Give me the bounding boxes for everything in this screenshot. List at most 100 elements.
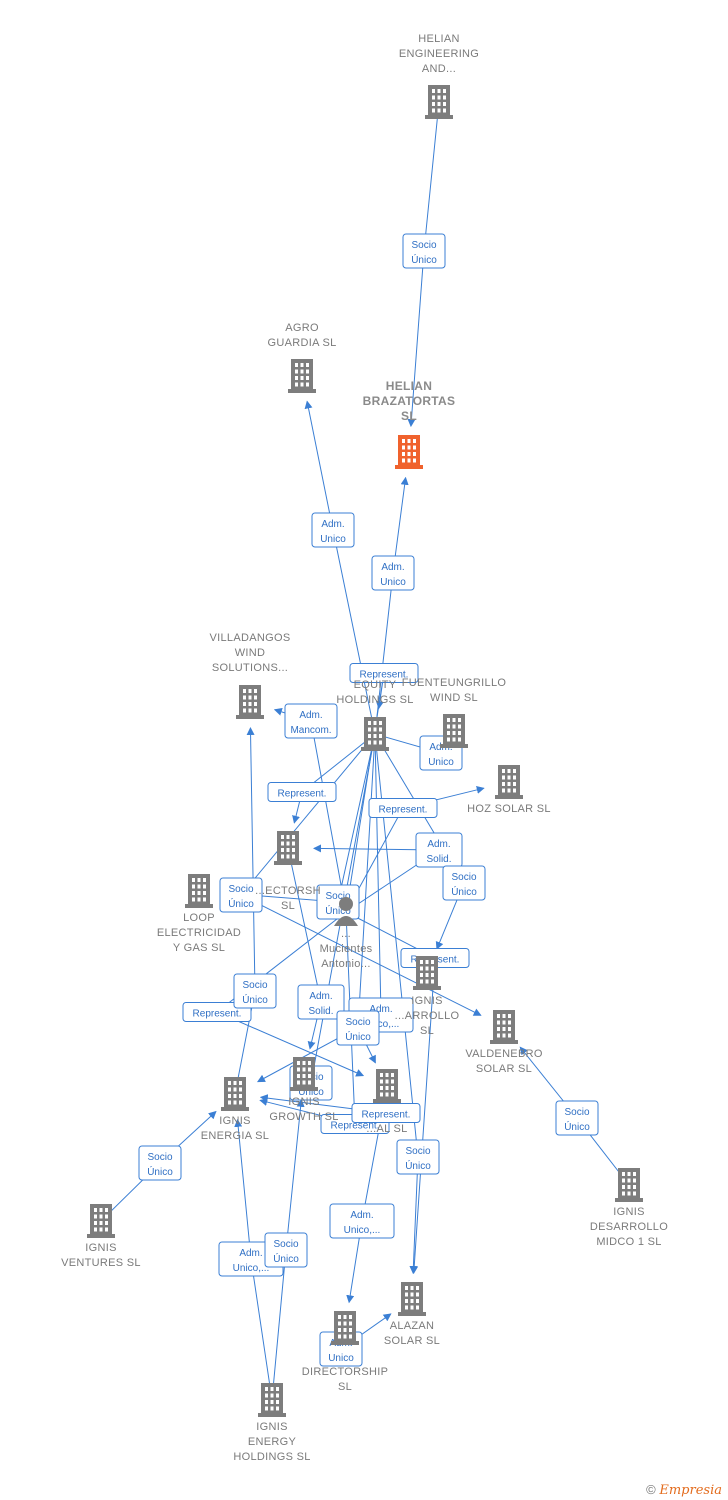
building-icon (290, 1057, 318, 1091)
edge-label-text: Único (405, 1159, 431, 1172)
edge-label-global-to-directorship[interactable]: Adm.Unico,... (329, 1203, 395, 1239)
edge-label-equity-to-agro[interactable]: Adm. Unico (311, 512, 355, 548)
edge-label-text: Unico (328, 1353, 354, 1364)
node-label: HELIAN (386, 379, 432, 393)
edge-label-text: Adm. (321, 519, 344, 530)
node-label: ENERGY (248, 1436, 297, 1448)
building-icon (398, 1282, 426, 1316)
edge-label-text: Represent. (193, 1009, 242, 1020)
node-label: ...AL SL (366, 1123, 407, 1135)
edge-label-text: Adm. (239, 1248, 262, 1259)
building-icon (221, 1077, 249, 1111)
edge-label-text: Represent. (379, 805, 428, 816)
edge-label-text: Adm. (299, 710, 322, 721)
edge-label-text: Unico (320, 534, 346, 545)
node-villadangos[interactable]: VILLADANGOSWINDSOLUTIONS... (210, 632, 291, 719)
edge-label-text: Único (564, 1120, 590, 1133)
edge-label-text: Adm. (427, 839, 450, 850)
node-label: HELIAN (418, 33, 460, 45)
node-ignis-growth[interactable]: IGNIS GROWTH SL (269, 1057, 338, 1123)
node-label: Antonio... (321, 958, 370, 970)
node-mucientes[interactable]: ... MucientesAntonio... (320, 897, 373, 970)
node-label: DIRECTORSHIP (302, 1366, 389, 1378)
node-label: ... (341, 928, 351, 940)
edge-label-equity-to-helian-braza[interactable]: Adm.Unico (371, 555, 415, 591)
node-label: SL (401, 409, 417, 423)
node-label: GROWTH SL (269, 1111, 338, 1123)
node-label: ...ECTORSH (255, 885, 321, 897)
node-label: IGNIS (288, 1096, 319, 1108)
building-icon (490, 1010, 518, 1044)
node-global[interactable]: ...AL SL (366, 1069, 407, 1135)
edge-label-text: Mancom. (290, 725, 331, 736)
building-icon (440, 714, 468, 748)
node-label: GUARDIA SL (267, 337, 336, 349)
edge-label-mucientes-to-villadangos[interactable]: Adm. Mancom. (284, 703, 338, 739)
node-label: Y GAS SL (173, 942, 225, 954)
edge-label-mucientes-to-directorsl[interactable]: Adm. Solid. (415, 832, 463, 868)
building-icon (258, 1383, 286, 1417)
edge-label-text: Único (451, 885, 477, 898)
edge-label-mucientes-to-equity[interactable]: Represent. (349, 663, 419, 683)
edge-label-text: Unico,... (233, 1263, 270, 1274)
edge-label-equity-to-directorsl[interactable]: Represent. (267, 782, 337, 802)
edge-label-text: Socio (228, 884, 253, 895)
building-icon (361, 717, 389, 751)
edge-label-text: Socio (345, 1017, 370, 1028)
edge-label-mucientes-to-hoz[interactable]: Represent. (368, 798, 438, 818)
footer-brand[interactable]: © Empresia (646, 1482, 722, 1498)
edge-label-text: Único (411, 253, 437, 266)
node-label: VENTURES SL (61, 1257, 141, 1269)
node-helian-eng[interactable]: HELIANENGINEERINGAND... (399, 33, 479, 119)
node-label: ELECTRICIDAD (157, 927, 241, 939)
edge-label-text: Único (345, 1030, 371, 1043)
edge-label-text: Solid. (308, 1006, 333, 1017)
node-label: HOZ SOLAR SL (467, 803, 551, 815)
edge-label-text: Socio (411, 240, 436, 251)
edge-label-text: Solid. (426, 854, 451, 865)
edge-label-directorsl-to-ignis-growth[interactable]: Adm. Solid. (297, 984, 345, 1020)
building-icon (331, 1311, 359, 1345)
edge-label-text: Adm. (381, 562, 404, 573)
node-label: Mucientes (320, 943, 373, 955)
edge-label-text: Socio (147, 1152, 172, 1163)
edge-label-mucientes-to-global[interactable]: Represent. (182, 1002, 252, 1022)
building-icon (288, 359, 316, 393)
edge-label-text: Unico (428, 757, 454, 768)
building-icon (615, 1168, 643, 1202)
edge-label-text: Unico,... (344, 1225, 381, 1236)
edge-label-text: Unico,... (363, 1019, 400, 1030)
building-icon (425, 85, 453, 119)
node-hoz[interactable]: HOZ SOLAR SL (467, 765, 551, 815)
building-icon (236, 685, 264, 719)
node-label: ...ARROLLO (395, 1010, 460, 1022)
edge-label-global-to-ignis-energia[interactable]: Represent. (351, 1103, 421, 1123)
node-label: IGNIS (411, 995, 442, 1007)
edge-label-text: Adm. (309, 991, 332, 1002)
edge-label-text: Socio (564, 1107, 589, 1118)
